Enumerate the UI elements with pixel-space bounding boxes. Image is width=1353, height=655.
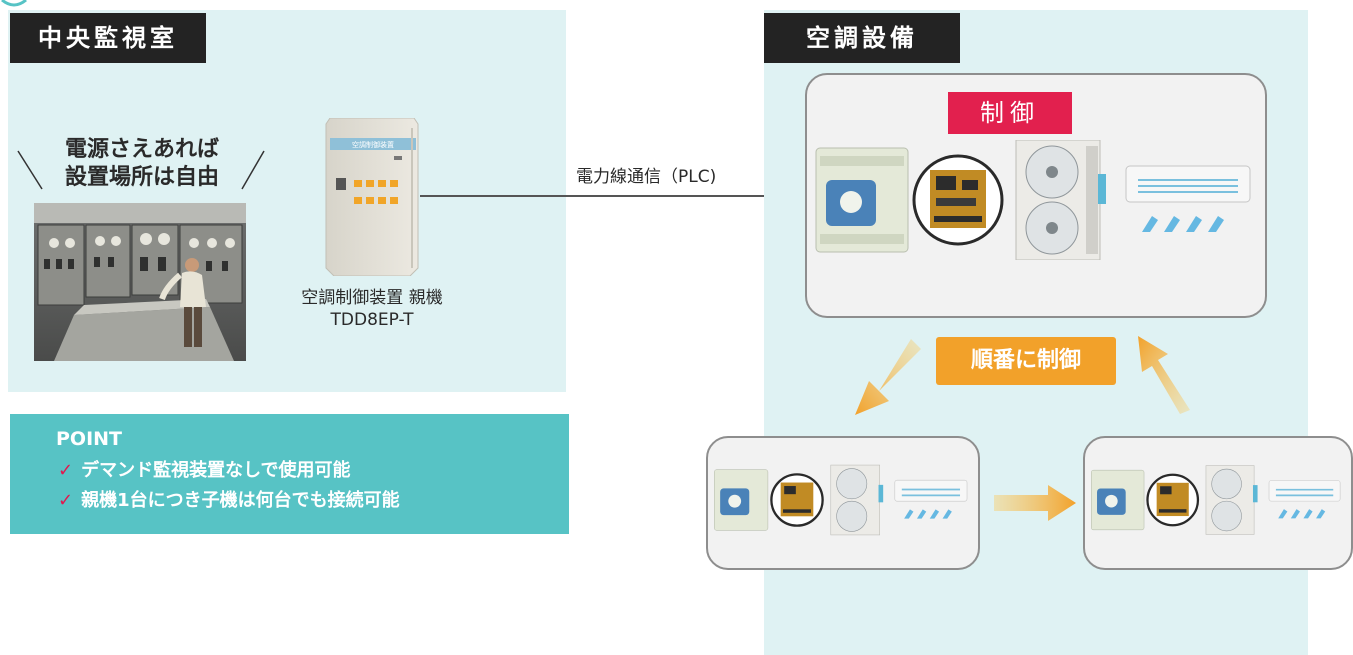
- plc-label: 電力線通信（PLC): [576, 167, 717, 187]
- control-badge: 制御: [948, 92, 1072, 134]
- child-unit-illustration: [1091, 465, 1341, 535]
- central-monitoring-title: 中央監視室: [10, 13, 206, 63]
- child-unit-illustration: [815, 140, 1251, 260]
- claim-line-1: 電源さえあれば: [64, 137, 219, 162]
- left-slash-icon: [17, 150, 43, 190]
- child-unit-illustration: [714, 464, 968, 536]
- claim-line-2: 設置場所は自由: [64, 165, 219, 190]
- plc-connection-line: [420, 195, 810, 197]
- arrow-down-left-icon: [855, 339, 921, 415]
- right-slash-icon: [241, 150, 265, 190]
- point-item: ✓ 親機1台につき子機は何台でも接続可能: [58, 486, 400, 512]
- parent-controller-device: 空調制御装置: [325, 118, 419, 276]
- check-icon: ✓: [58, 490, 74, 511]
- corner-accent-icon: [1, 0, 27, 7]
- device-caption-line-1: 空調制御装置 親機: [301, 288, 443, 308]
- point-item-text: 親機1台につき子機は何台でも接続可能: [81, 490, 400, 511]
- control-room-photo: [34, 203, 246, 361]
- arrow-right-icon: [994, 485, 1076, 521]
- point-title: POINT: [56, 428, 123, 450]
- arrow-up-right-icon: [1138, 336, 1190, 414]
- point-box: [10, 414, 569, 534]
- check-icon: ✓: [58, 460, 74, 481]
- point-item: ✓ デマンド監視装置なしで使用可能: [58, 456, 351, 482]
- device-caption-line-2: TDD8EP-T: [330, 310, 414, 330]
- sequence-badge: 順番に制御: [936, 337, 1116, 385]
- air-conditioning-title: 空調設備: [764, 13, 960, 63]
- svg-text:空調制御装置: 空調制御装置: [352, 140, 394, 149]
- point-item-text: デマンド監視装置なしで使用可能: [81, 460, 351, 481]
